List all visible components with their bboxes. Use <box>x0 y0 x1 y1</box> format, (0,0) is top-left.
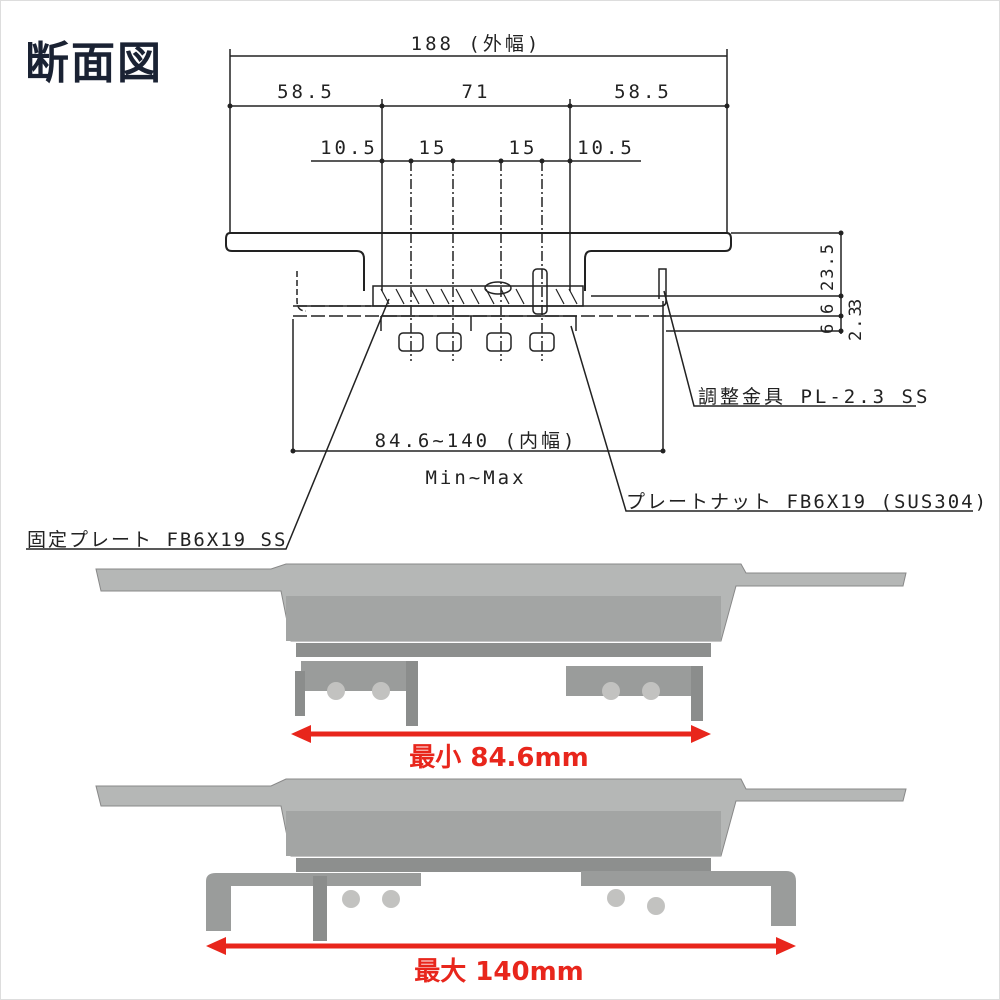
dim-range: Min~Max <box>425 467 527 489</box>
min-width-label: 最小 84.6mm <box>409 743 589 773</box>
dim-inner-width: 84.6~140 (内幅) <box>374 430 578 452</box>
bolt-head <box>484 281 512 295</box>
grating-top-plate <box>225 232 732 291</box>
photo-max <box>95 778 907 941</box>
dim-height-b: 6 <box>818 321 838 334</box>
dim-outer-width: 188 (外幅) <box>410 33 542 55</box>
callout-plate-nut: プレートナット FB6X19 (SUS304) <box>626 491 989 513</box>
leader-fixed-plate <box>26 298 390 550</box>
dim-pitch-right: 15 <box>508 137 538 159</box>
nuts <box>398 332 555 352</box>
page-title: 断面図 <box>25 38 163 89</box>
callout-adjuster: 調整金具 PL-2.3 SS <box>698 386 931 408</box>
dim-offset-left: 10.5 <box>320 137 378 159</box>
dim-left-flange: 58.5 <box>277 81 335 103</box>
dim-right-flange: 58.5 <box>614 81 672 103</box>
leader-adjuster <box>663 290 916 407</box>
bolt <box>532 268 548 315</box>
dim-offset-right: 10.5 <box>577 137 635 159</box>
dim-pitch-left: 15 <box>418 137 448 159</box>
photo-min <box>95 563 907 726</box>
dim-center: 71 <box>461 81 491 103</box>
callout-fixed-plate: 固定プレート FB6X19 SS <box>27 529 288 551</box>
dim-thk-b: 2.3 <box>846 304 866 341</box>
adjuster-plate <box>297 268 667 331</box>
dim-height-a: 6 <box>818 301 838 314</box>
leader-plate-nut <box>570 325 973 512</box>
dim-height-total: 23.5 <box>818 242 838 291</box>
max-width-label: 最大 140mm <box>414 957 584 987</box>
